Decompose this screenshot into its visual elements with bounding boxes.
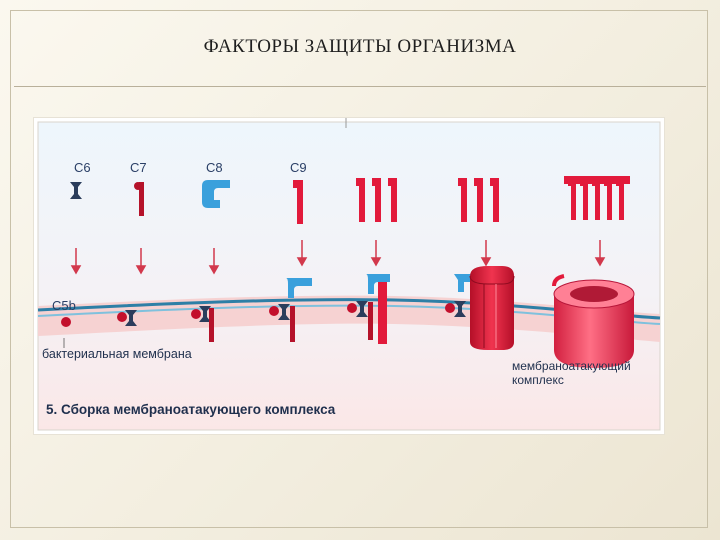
mac-label-line1: мембраноатакующий: [512, 359, 631, 373]
mac-assembly-figure: C6 C7 C8 C9: [34, 118, 664, 434]
component-label-c7: C7: [130, 160, 147, 175]
c5b-label: C5b: [52, 298, 76, 313]
diagram-panel: [37, 121, 661, 431]
c7-molecule-top: [134, 182, 144, 216]
c8-molecule-top: [202, 180, 230, 208]
c9-polymer-group-2: [458, 178, 499, 222]
membrane-attack-complex: [552, 274, 635, 368]
c9-molecule-top: [293, 180, 303, 224]
complex-stage-c9-polymer: [445, 266, 515, 350]
binding-arrows: [70, 240, 606, 275]
c9-polymer-group-1: [356, 178, 397, 222]
mac-label-line2: комплекс: [512, 373, 564, 387]
complex-stage-c5b678: [269, 278, 312, 342]
c5b-molecule: [61, 317, 71, 327]
membrane-label: бактериальная мембрана: [42, 347, 192, 361]
c9-polymer-group-3: [564, 176, 630, 220]
slide-title: ФАКТОРЫ ЗАЩИТЫ ОРГАНИЗМА: [203, 36, 517, 57]
component-label-c9: C9: [290, 160, 307, 175]
title-divider: [14, 86, 706, 87]
component-label-c8: C8: [206, 160, 223, 175]
c6-molecule-top: [70, 182, 82, 199]
mac-assembly-diagram: C6 C7 C8 C9: [37, 118, 661, 431]
component-label-c6: C6: [74, 160, 91, 175]
complex-stage-c5b6789: [347, 274, 390, 344]
complex-stage-c5b6: [117, 310, 137, 326]
complex-stage-c5b67: [191, 306, 214, 342]
slide-frame: [10, 10, 708, 528]
figure-caption: 5. Сборка мембраноатакующего комплекса: [46, 402, 336, 417]
